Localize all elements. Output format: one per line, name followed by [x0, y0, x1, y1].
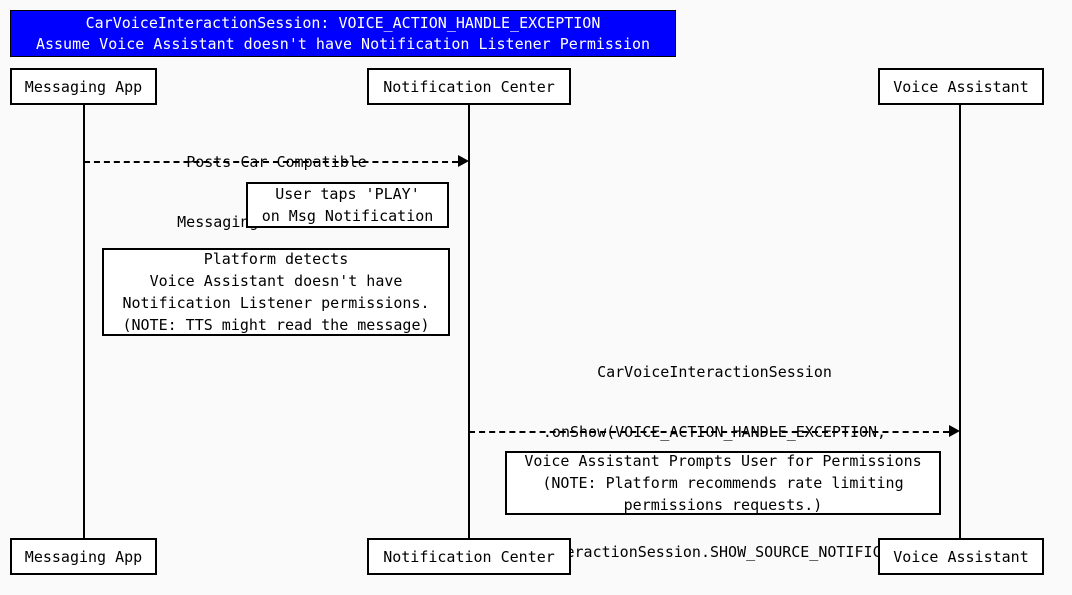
note-prompts-user-line-1: Voice Assistant Prompts User for Permiss… [524, 452, 922, 470]
participant-top-notification-center[interactable]: Notification Center [367, 68, 571, 105]
participant-top-messaging-app[interactable]: Messaging App [10, 68, 157, 105]
note-prompts-user: Voice Assistant Prompts User for Permiss… [505, 451, 941, 515]
note-prompts-user-line-3: permissions requests.) [623, 496, 823, 514]
message-onshow-arrowhead [949, 425, 960, 437]
participant-bottom-voice-assistant-label: Voice Assistant [893, 547, 1029, 566]
note-prompts-user-line-2: (NOTE: Platform recommends rate limiting [542, 474, 904, 492]
note-platform-detects: Platform detects Voice Assistant doesn't… [102, 248, 450, 336]
note-platform-detects-line-4: (NOTE: TTS might read the message) [122, 316, 430, 334]
note-platform-detects-line-2: Voice Assistant doesn't have [149, 272, 403, 290]
participant-top-messaging-app-label: Messaging App [24, 77, 143, 96]
note-platform-detects-line-3: Notification Listener permissions. [122, 294, 430, 312]
participant-bottom-messaging-app-label: Messaging App [24, 547, 143, 566]
lifeline-messaging-app [83, 104, 85, 538]
message-onshow-line-1: CarVoiceInteractionSession [597, 363, 832, 381]
diagram-title-banner: CarVoiceInteractionSession: VOICE_ACTION… [10, 10, 676, 57]
diagram-title-line-1: CarVoiceInteractionSession: VOICE_ACTION… [85, 13, 601, 32]
message-onshow-line [469, 431, 949, 433]
participant-bottom-notification-center[interactable]: Notification Center [367, 538, 571, 575]
message-onshow-line-4: VoiceInteractionSession.SHOW_SOURCE_NOTI… [493, 543, 936, 561]
participant-top-voice-assistant-label: Voice Assistant [893, 77, 1029, 96]
diagram-title-line-2: Assume Voice Assistant doesn't have Noti… [35, 34, 651, 53]
lifeline-notification-center [468, 104, 470, 538]
message-post-notification-line [84, 161, 458, 163]
participant-bottom-messaging-app[interactable]: Messaging App [10, 538, 157, 575]
note-platform-detects-line-1: Platform detects [203, 250, 349, 268]
participant-top-notification-center-label: Notification Center [383, 77, 555, 96]
note-user-taps-play: User taps 'PLAY' on Msg Notification [246, 182, 449, 228]
note-user-taps-play-line-2: on Msg Notification [261, 207, 434, 225]
participant-bottom-notification-center-label: Notification Center [383, 547, 555, 566]
message-post-notification-arrowhead [458, 155, 469, 167]
lifeline-voice-assistant [959, 104, 961, 538]
participant-bottom-voice-assistant[interactable]: Voice Assistant [878, 538, 1044, 575]
participant-top-voice-assistant[interactable]: Voice Assistant [878, 68, 1044, 105]
note-user-taps-play-line-1: User taps 'PLAY' [275, 185, 420, 203]
